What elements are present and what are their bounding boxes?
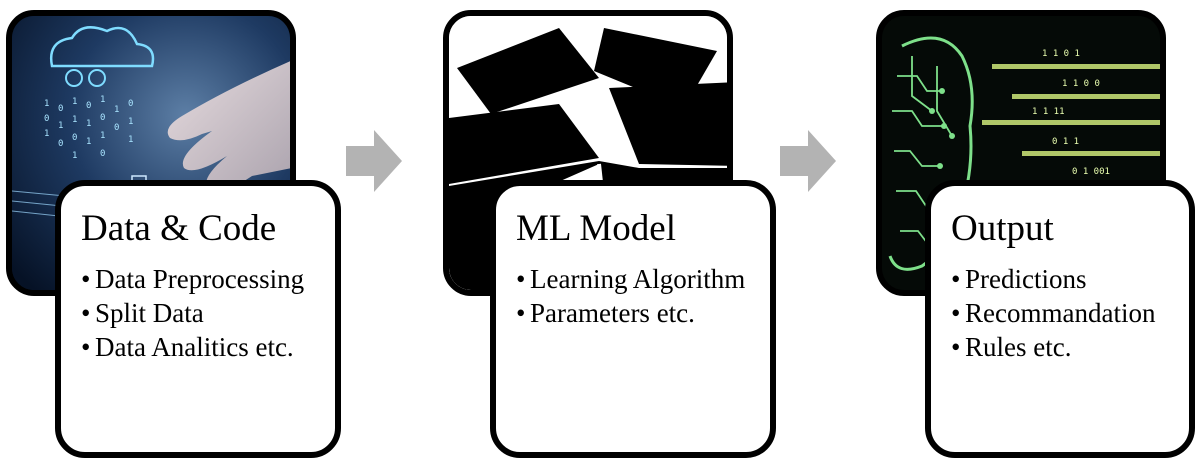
svg-text:0: 0	[128, 99, 133, 109]
arrow-right-icon	[780, 130, 836, 192]
ml-model-card: ML Model •Learning Algorithm •Parameters…	[490, 180, 776, 458]
svg-text:1: 1	[128, 117, 133, 127]
svg-text:1: 1	[44, 99, 49, 109]
svg-text:0: 0	[100, 149, 105, 159]
svg-text:0: 0	[100, 113, 105, 123]
list-item: •Parameters etc.	[516, 298, 695, 328]
arrow-right-icon	[346, 130, 402, 192]
svg-text:0: 0	[114, 123, 119, 133]
svg-text:1 1 0 1: 1 1 0 1	[1042, 49, 1080, 59]
svg-text:1: 1	[58, 121, 63, 131]
data-code-card: Data & Code •Data Preprocessing •Split D…	[55, 180, 341, 458]
svg-text:0: 0	[58, 139, 63, 149]
list-item: •Learning Algorithm	[516, 264, 746, 294]
svg-text:0 1 1: 0 1 1	[1052, 137, 1079, 147]
svg-text:1: 1	[128, 135, 133, 145]
svg-text:1: 1	[72, 115, 77, 125]
svg-text:1: 1	[86, 137, 91, 147]
svg-text:1: 1	[72, 97, 77, 107]
svg-text:1: 1	[72, 151, 77, 161]
svg-text:0: 0	[44, 114, 49, 124]
list-item: •Split Data	[81, 298, 204, 328]
card-title: Output	[951, 208, 1054, 249]
svg-text:0: 0	[86, 101, 91, 111]
card-title: ML Model	[516, 208, 676, 249]
svg-text:0 1 001: 0 1 001	[1072, 167, 1110, 177]
list-item: •Data Analitics etc.	[81, 332, 294, 362]
list-item: •Rules etc.	[951, 332, 1072, 362]
svg-text:1: 1	[114, 105, 119, 115]
list-item: •Predictions	[951, 264, 1087, 294]
card-title: Data & Code	[81, 208, 277, 249]
svg-text:1: 1	[100, 95, 105, 105]
svg-text:1: 1	[44, 129, 49, 139]
svg-text:0: 0	[72, 133, 77, 143]
output-card: Output •Predictions •Recommandation •Rul…	[925, 180, 1195, 458]
svg-text:1 1 0 0: 1 1 0 0	[1062, 79, 1100, 89]
svg-text:1 1 11: 1 1 11	[1032, 107, 1065, 117]
bullet-list: •Predictions •Recommandation •Rules etc.	[951, 264, 1171, 363]
svg-text:0: 0	[58, 104, 63, 114]
list-item: •Recommandation	[951, 298, 1156, 328]
svg-text:1: 1	[100, 131, 105, 141]
svg-text:1: 1	[86, 119, 91, 129]
bullet-list: •Learning Algorithm •Parameters etc.	[516, 264, 752, 329]
bullet-list: •Data Preprocessing •Split Data •Data An…	[81, 264, 317, 363]
list-item: •Data Preprocessing	[81, 264, 305, 294]
